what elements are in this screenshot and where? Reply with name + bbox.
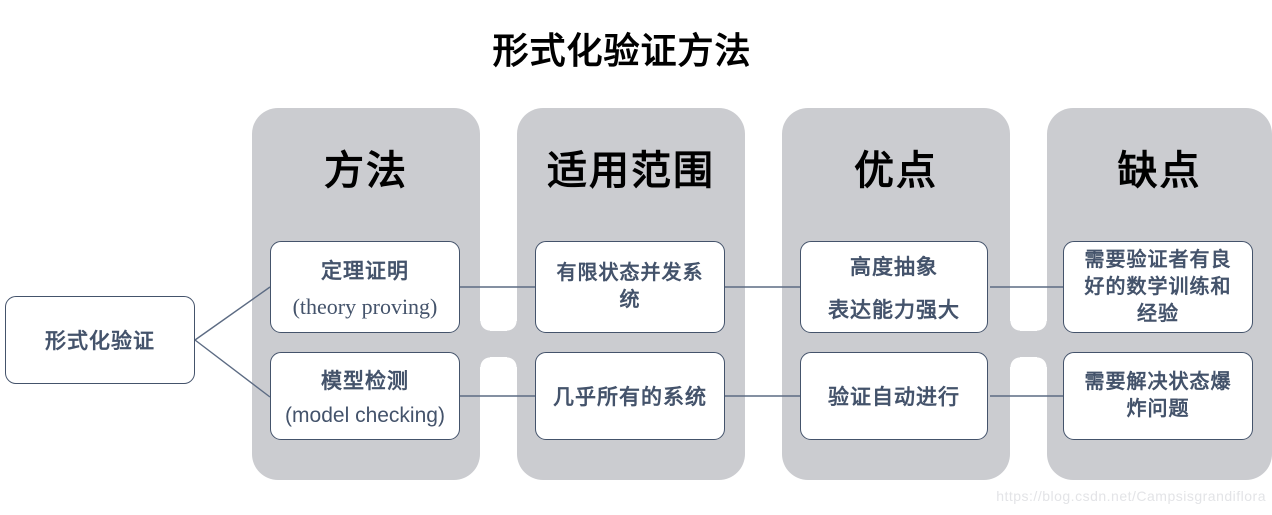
node-label: 形式化验证: [45, 330, 155, 353]
node-label-line1: 高度抽象: [850, 255, 938, 279]
node-label-zh: 定理证明: [321, 259, 409, 283]
band-fillet: [1037, 321, 1047, 331]
node-theorem-proving: 定理证明 (theory proving): [270, 241, 460, 333]
band-fillet: [480, 357, 490, 367]
node-model-checking: 模型检测 (model checking): [270, 352, 460, 440]
watermark-url: https://blog.csdn.net/Campsisgrandiflora: [996, 488, 1266, 504]
node-label: 需要验证者有良好的数学训练和经验: [1084, 248, 1232, 325]
node-high-abstraction: 高度抽象 表达能力强大: [800, 241, 988, 333]
column-scope-header: 适用范围: [547, 149, 715, 193]
node-label-en: (model checking): [285, 403, 445, 427]
node-label: 需要解决状态爆炸问题: [1084, 371, 1232, 420]
node-label: 验证自动进行: [828, 386, 960, 409]
node-almost-all-systems: 几乎所有的系统: [535, 352, 725, 440]
node-label-en: (theory proving): [292, 293, 438, 319]
column-disadvantages-header: 缺点: [1117, 149, 1202, 193]
node-state-explosion: 需要解决状态爆炸问题: [1063, 352, 1253, 440]
node-label-zh: 模型检测: [321, 369, 409, 393]
column-bridge-band: [1008, 331, 1049, 357]
node-label: 有限状态并发系统: [556, 262, 704, 311]
band-fillet: [1037, 357, 1047, 367]
band-fillet: [1010, 321, 1020, 331]
column-advantages-header: 优点: [854, 149, 938, 193]
node-label: 几乎所有的系统: [553, 386, 707, 409]
band-fillet: [507, 357, 517, 367]
column-method-header: 方法: [324, 149, 408, 193]
band-fillet: [1010, 357, 1020, 367]
band-fillet: [507, 321, 517, 331]
node-automatic-verification: 验证自动进行: [800, 352, 988, 440]
node-requires-math-training: 需要验证者有良好的数学训练和经验: [1063, 241, 1253, 333]
node-label-line2: 表达能力强大: [828, 298, 960, 322]
band-fillet: [480, 321, 490, 331]
column-bridge-band: [478, 331, 519, 357]
node-formal-verification: 形式化验证: [5, 296, 195, 384]
diagram-title: 形式化验证方法: [492, 30, 752, 71]
node-finite-state-systems: 有限状态并发系统: [535, 241, 725, 333]
